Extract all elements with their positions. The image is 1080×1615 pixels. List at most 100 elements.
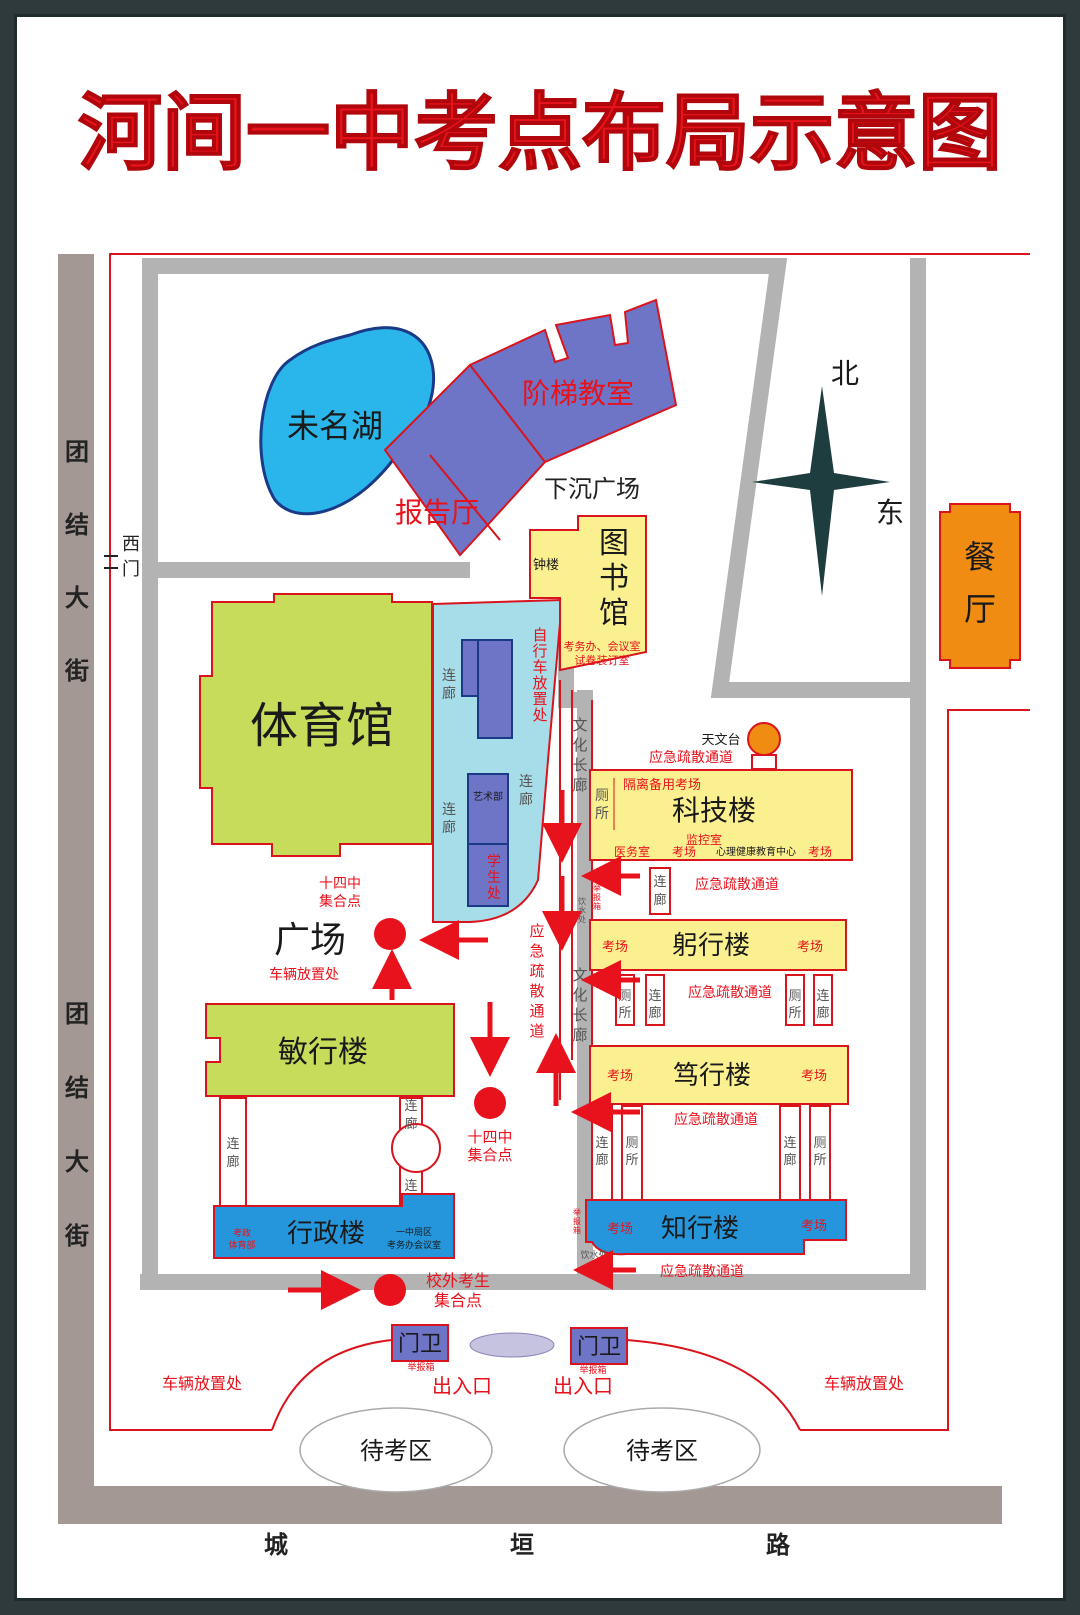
emergency-vertical: 应急疏 散通道 — [529, 922, 544, 1040]
library: 钟楼 图 书 馆 考务办、会议室 试卷装订室 — [529, 515, 647, 672]
street-char: 结 — [65, 1074, 89, 1102]
guard-house-shape — [570, 1327, 628, 1365]
svg-text:举: 举 — [593, 883, 601, 893]
svg-text:报: 报 — [593, 892, 601, 902]
parking-label-left: 车辆放置处 — [162, 1374, 242, 1393]
admin-shape — [213, 1193, 455, 1259]
minxing-building: 敏行楼 — [205, 1003, 455, 1097]
svg-text:自: 自 — [532, 626, 547, 644]
svg-text:饮: 饮 — [578, 896, 586, 906]
map-title: 河间一中考点布局示意图 — [78, 84, 1002, 182]
corridor-label: 连廊 连廊 连廊 — [442, 668, 533, 836]
svg-text:所: 所 — [595, 806, 609, 822]
svg-text:所: 所 — [813, 1153, 826, 1168]
assembly-point — [374, 1274, 406, 1306]
library-note-1: 考务办、会议室 — [564, 639, 641, 653]
guard-label: 门卫 — [398, 1332, 442, 1357]
corridor-toilet-labels-low: 连廊 厕所 连廊 厕所 — [595, 1135, 826, 1168]
admin-label: 行政楼 — [287, 1219, 365, 1249]
canteen-label-1: 餐 — [964, 538, 996, 576]
waiting-area-right: 待考区 — [563, 1407, 761, 1493]
svg-text:道: 道 — [529, 1022, 544, 1040]
lake: 未名湖 — [259, 326, 435, 516]
compass-east: 东 — [876, 496, 904, 529]
library-label-1: 图 — [599, 526, 629, 561]
svg-text:连: 连 — [816, 988, 829, 1004]
gate-curve-left — [271, 1339, 393, 1431]
library-note-2: 试卷装订室 — [575, 653, 630, 667]
svg-text:厕: 厕 — [618, 989, 631, 1004]
student-label-3: 处 — [487, 886, 501, 902]
svg-text:连: 连 — [653, 874, 666, 890]
campus-boundary — [109, 253, 1030, 1431]
svg-text:文: 文 — [572, 966, 587, 984]
plaza-parking-label: 车辆放置处 — [269, 966, 339, 983]
exam-label: 考场 — [607, 1222, 633, 1237]
svg-text:廊: 廊 — [226, 1154, 239, 1170]
west-gate-label-1: 西 — [122, 534, 140, 555]
library-label-2: 书 — [599, 561, 629, 596]
svg-text:散: 散 — [529, 982, 544, 1000]
gongxing-building: 考场 躬行楼 考场 — [589, 919, 847, 971]
emergency-label: 应急疏散通道 — [674, 1111, 758, 1128]
street-west-label-b: 团 结 大 街 — [64, 1000, 89, 1250]
emergency-label: 应急疏散通道 — [688, 984, 772, 1001]
exam-label: 考场 — [607, 1069, 633, 1084]
lake-shape — [259, 326, 435, 516]
svg-text:化: 化 — [572, 986, 587, 1004]
svg-text:通: 通 — [529, 1002, 544, 1020]
duxing-shape — [589, 1045, 849, 1105]
gym-label: 体育馆 — [250, 698, 394, 754]
svg-text:行: 行 — [532, 642, 547, 660]
report-box-label: 举报箱 — [579, 1364, 606, 1376]
science-building: 隔离备用考场 厕所 科技楼 监控室 医务室 考场 心理健康教育中心 考场 — [589, 769, 853, 861]
svg-text:长: 长 — [572, 756, 587, 774]
street-char: 城 — [264, 1531, 288, 1559]
svg-text:厕: 厕 — [788, 989, 801, 1004]
student-label-1: 学 — [487, 854, 501, 870]
admin-right-label-1: 一中局区 — [396, 1226, 432, 1238]
svg-text:应: 应 — [529, 922, 544, 940]
svg-text:连: 连 — [404, 1178, 417, 1194]
street-char: 街 — [64, 1222, 89, 1250]
svg-text:箱: 箱 — [573, 1225, 581, 1235]
bike-zone: 艺术部 学 生 处 自行车 放置处 连廊 连廊 连廊 — [432, 598, 564, 923]
report-hall-label: 报告厅 — [395, 496, 479, 529]
waiting-area-shape — [299, 1407, 493, 1493]
exam-label: 考场 — [801, 1219, 827, 1234]
art-dept-label: 艺术部 — [473, 790, 503, 803]
lecture-hall-shape — [383, 298, 678, 557]
entrance-label-right: 出入口 — [553, 1374, 613, 1398]
student-office — [467, 843, 509, 907]
exam-label: 考场 — [672, 845, 696, 859]
svg-text:连: 连 — [783, 1135, 796, 1151]
zhixing-building: 考场 知行楼 考场 — [585, 1199, 847, 1256]
campus-boundary-east — [800, 709, 1030, 1431]
svg-text:廊: 廊 — [816, 1005, 829, 1021]
svg-text:廊: 廊 — [572, 1026, 587, 1044]
street-char: 团 — [65, 1000, 89, 1028]
monitor-label: 监控室 — [686, 832, 722, 847]
gate-oval — [469, 1332, 555, 1358]
exam-label: 考场 — [808, 845, 832, 859]
admin-left-label-1: 考政 — [233, 1227, 251, 1239]
corridor-label-west: 连廊 连廊 连廊 — [226, 1098, 417, 1212]
assembly-14-mid-1: 十四中 — [467, 1128, 512, 1146]
emergency-label: 应急疏散通道 — [660, 1263, 744, 1280]
corridor-connector — [649, 867, 671, 915]
exam-label: 考场 — [602, 940, 628, 955]
zone-block-2 — [477, 639, 513, 739]
svg-text:连: 连 — [519, 774, 533, 790]
admin-right-label-2: 考务办会议室 — [387, 1239, 441, 1251]
lake-label: 未名湖 — [287, 407, 383, 445]
gongxing-label: 躬行楼 — [672, 931, 750, 961]
library-label-3: 馆 — [599, 596, 629, 631]
library-shape — [529, 515, 647, 672]
svg-text:所: 所 — [618, 1006, 631, 1021]
svg-text:廊: 廊 — [442, 819, 456, 836]
svg-text:厕: 厕 — [813, 1136, 826, 1151]
svg-text:廊: 廊 — [783, 1152, 796, 1168]
svg-text:廊: 廊 — [442, 685, 456, 702]
